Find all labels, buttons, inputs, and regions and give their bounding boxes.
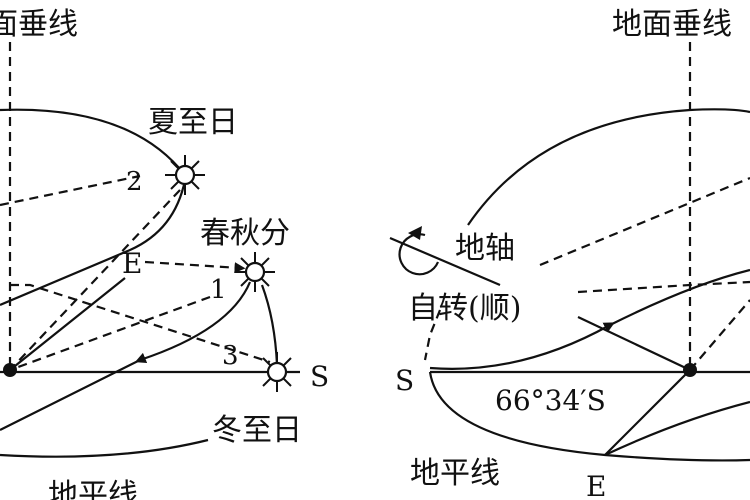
equinox-ray xyxy=(9,277,126,371)
earth-axis-lower xyxy=(577,316,691,371)
dashed-arrow-s xyxy=(423,309,442,361)
equinox-dashed-ray xyxy=(9,295,211,372)
summer-sun-path xyxy=(0,179,187,307)
south-label: S xyxy=(395,364,414,397)
east-arc xyxy=(604,400,750,456)
summer-ray xyxy=(9,189,181,371)
earth-axis-upper xyxy=(389,236,501,287)
winter-sun-icon xyxy=(255,350,299,394)
rotation-label: 自转(顺) xyxy=(408,291,521,326)
observer-point xyxy=(3,363,17,377)
path-3-label: 3 xyxy=(222,341,239,371)
east-label: E xyxy=(122,247,142,280)
rotation-arrow-icon xyxy=(398,233,440,276)
equinox-shadow xyxy=(144,260,246,274)
vertical-label: 地面垂线 xyxy=(612,7,732,42)
path-2-label: 2 xyxy=(126,167,143,197)
vertical-label: 面垂线 xyxy=(0,7,78,42)
equinox-sun-path xyxy=(0,281,252,431)
east-ray xyxy=(604,369,691,456)
summer-arc xyxy=(0,108,186,176)
summer-shadow-path xyxy=(0,174,141,207)
horizon-label: 地平线 xyxy=(410,456,500,491)
dashed-horizontal xyxy=(577,280,750,294)
axis-label: 地轴 xyxy=(455,231,515,266)
equinox-sun-icon xyxy=(233,250,277,294)
equinox-label: 春秋分 xyxy=(200,216,290,251)
winter-shadow xyxy=(10,283,271,364)
south-label: S xyxy=(310,360,329,393)
latitude-label: 66°34′S xyxy=(495,384,606,417)
lower-ellipse xyxy=(428,371,750,462)
left-panel: 面垂线 夏至日 春秋分 冬至日 E S 1 2 3 地平线 xyxy=(0,7,329,500)
horizon-label: 地平线 xyxy=(48,478,138,500)
dashed-sun-path xyxy=(539,176,750,267)
summer-sun-icon xyxy=(163,153,207,197)
observer-point xyxy=(683,363,697,377)
dashed-ray xyxy=(689,299,750,371)
winter-label: 冬至日 xyxy=(212,413,302,448)
winter-arc xyxy=(0,438,209,458)
solid-sun-path xyxy=(429,268,750,370)
path-1-label: 1 xyxy=(210,275,227,305)
meridian-arc xyxy=(260,284,279,366)
rotation-arrowhead xyxy=(408,226,422,240)
east-label: E xyxy=(586,470,606,500)
right-panel: 地面垂线 地轴 自转(顺) S 66°34′S 地平线 E xyxy=(389,7,750,500)
upper-arc xyxy=(467,108,750,226)
summer-label: 夏至日 xyxy=(148,105,238,140)
